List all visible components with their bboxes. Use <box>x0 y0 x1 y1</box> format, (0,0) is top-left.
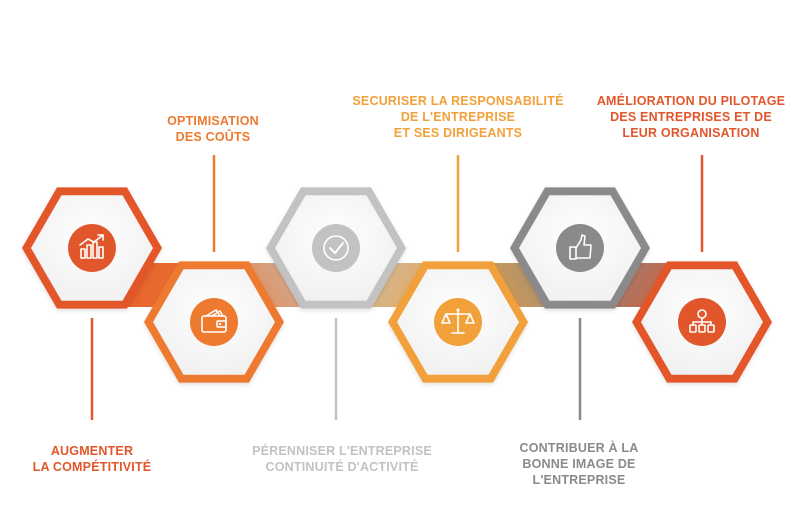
label-line: AUGMENTER <box>50 444 134 458</box>
growth-chart-icon <box>79 234 104 259</box>
label-amelioration: AMÉLIORATION DU PILOTAGE DES ENTREPRISES… <box>586 93 796 141</box>
label-line: DES ENTREPRISES ET DE <box>610 110 772 124</box>
label-contribuer: CONTRIBUER À LA BONNE IMAGE DE L'ENTREPR… <box>504 440 654 488</box>
wallet-icon <box>201 309 227 333</box>
hex-optimisation <box>144 261 284 383</box>
label-line: SECURISER LA RESPONSABILITÉ <box>352 94 564 108</box>
thumbs-up-icon <box>569 234 592 260</box>
hex-perenniser <box>266 187 406 309</box>
label-perenniser: PÉRENNISER L'ENTREPRISE CONTINUITÉ D'ACT… <box>232 443 452 475</box>
hex-contribuer <box>510 187 650 309</box>
icon-circle <box>312 224 360 272</box>
label-line: AMÉLIORATION DU PILOTAGE <box>596 94 786 108</box>
hex-amelioration <box>632 261 772 383</box>
label-line: CONTRIBUER À LA <box>519 441 639 455</box>
icon-circle <box>68 224 116 272</box>
check-circle-icon <box>323 235 349 261</box>
label-line: DES COÛTS <box>175 130 251 144</box>
hex-augmenter <box>22 187 162 309</box>
leader-lines <box>90 155 704 420</box>
label-line: CONTINUITÉ D'ACTIVITÉ <box>265 460 419 474</box>
label-augmenter: AUGMENTER LA COMPÉTITIVITÉ <box>22 443 162 475</box>
hexagon-layer <box>22 187 772 383</box>
label-securiser: SECURISER LA RESPONSABILITÉ DE L'ENTREPR… <box>338 93 578 141</box>
icon-circle <box>190 298 238 346</box>
org-chart-icon <box>689 309 715 333</box>
label-line: ET SES DIRIGEANTS <box>393 126 523 140</box>
label-line: DE L'ENTREPRISE <box>400 110 516 124</box>
label-line: LEUR ORGANISATION <box>622 126 760 140</box>
icon-circle <box>556 224 604 272</box>
label-line: LA COMPÉTITIVITÉ <box>32 460 152 474</box>
label-optimisation: OPTIMISATION DES COÛTS <box>143 113 283 145</box>
hex-securiser <box>388 261 528 383</box>
label-line: BONNE IMAGE DE <box>522 457 636 471</box>
scales-icon <box>441 308 475 334</box>
label-line: PÉRENNISER L'ENTREPRISE <box>252 444 432 458</box>
label-line: OPTIMISATION <box>167 114 259 128</box>
label-line: L'ENTREPRISE <box>532 473 626 487</box>
